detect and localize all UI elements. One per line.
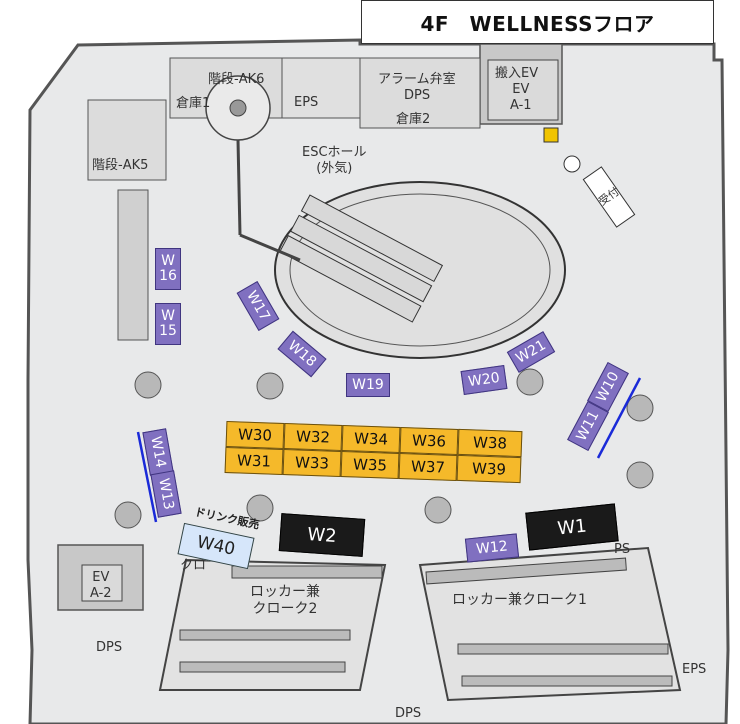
label-kuro: クロ <box>180 558 207 573</box>
booth-w37[interactable]: W37 <box>398 452 458 482</box>
booth-w30[interactable]: W30 <box>225 420 285 450</box>
booth-w19[interactable]: W19 <box>346 373 390 397</box>
reception-desk <box>582 166 636 228</box>
booth-w33[interactable]: W33 <box>282 448 342 478</box>
label-hannyu: 搬入EV <box>495 66 539 81</box>
label-kaidan-ak6: 階段-AK6 <box>208 72 265 87</box>
wall-marker <box>136 431 158 523</box>
label-esc-hall: ESCホール (外気) <box>302 145 367 176</box>
label-dps-bottom: DPS <box>395 706 422 721</box>
label-kaidan-ak5: 階段-AK5 <box>92 158 149 173</box>
label-alarm: アラーム弁室 <box>378 72 456 87</box>
label-dps-left: DPS <box>96 640 123 655</box>
label-dps-top: DPS <box>404 88 431 103</box>
label-souko2: 倉庫2 <box>396 112 431 127</box>
label-locker2: ロッカー兼 クローク2 <box>250 584 320 617</box>
column <box>256 372 284 400</box>
label-ps: PS <box>614 542 631 557</box>
label-locker1: ロッカー兼クローク1 <box>452 592 587 608</box>
column <box>134 371 162 399</box>
booth-w39[interactable]: W39 <box>456 454 522 484</box>
column <box>114 501 142 529</box>
booth-w2[interactable]: W2 <box>278 513 366 557</box>
column <box>246 494 274 522</box>
label-souko1: 倉庫1 <box>176 96 211 111</box>
column <box>626 394 654 422</box>
floor-title: 4F WELLNESSフロア <box>361 0 714 44</box>
booth-w38[interactable]: W38 <box>457 428 523 458</box>
label-eps-bottom: EPS <box>682 662 707 677</box>
column <box>424 496 452 524</box>
wall-marker <box>596 377 642 459</box>
booth-w31[interactable]: W31 <box>224 446 284 476</box>
booth-w34[interactable]: W34 <box>341 424 401 454</box>
booth-w15[interactable]: W 15 <box>155 303 181 345</box>
label-ev-a2: EV A-2 <box>90 570 112 601</box>
label-ev-a1: EV A-1 <box>510 82 532 113</box>
column <box>516 368 544 396</box>
column <box>626 461 654 489</box>
booth-w32[interactable]: W32 <box>283 422 343 452</box>
label-eps-top: EPS <box>294 95 319 110</box>
booth-w36[interactable]: W36 <box>399 426 459 456</box>
booth-w35[interactable]: W35 <box>340 450 400 480</box>
booth-w16[interactable]: W 16 <box>155 248 181 290</box>
